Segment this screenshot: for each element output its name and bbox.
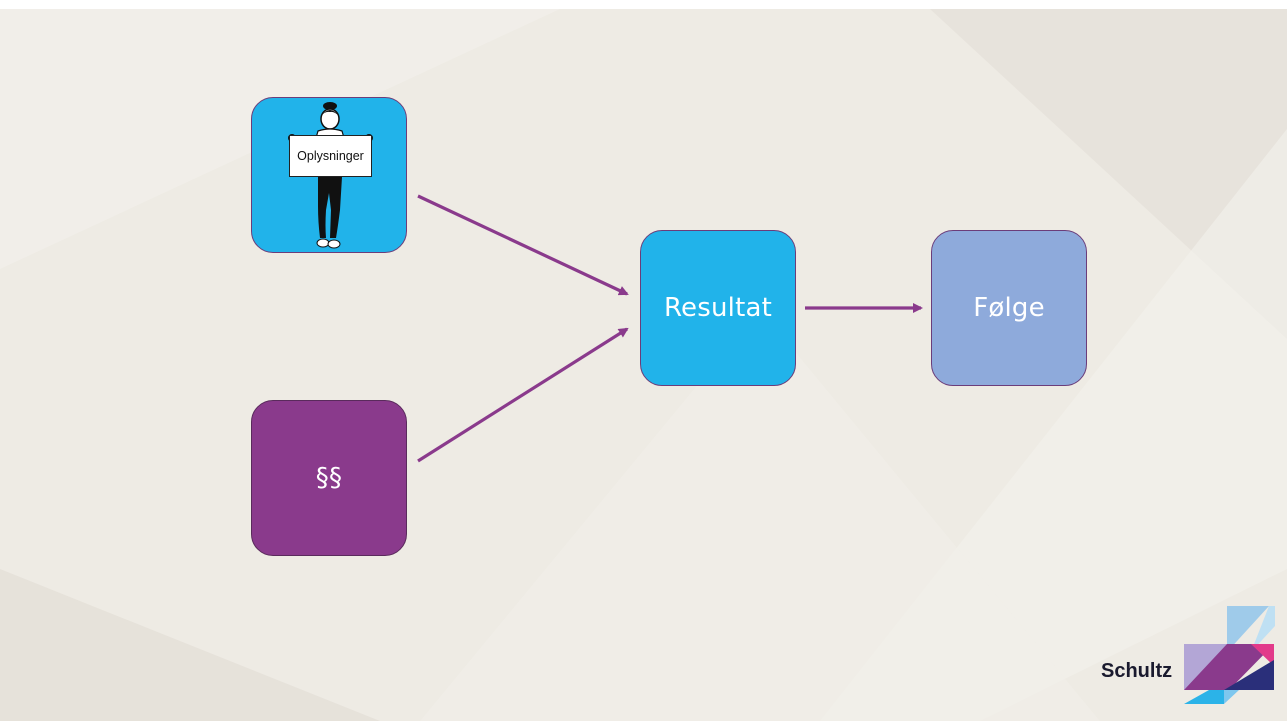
node-paragraphs: §§ [251,400,407,556]
node-paragraphs-label: §§ [315,463,343,493]
arrow-oplysninger-to-resultat [417,194,629,296]
slide: Oplysninger §§ Resultat Følge [0,9,1287,721]
node-folge-label: Følge [973,293,1045,323]
arrow-paragraphs-to-resultat [417,327,629,463]
background-shapes [0,9,1287,721]
node-resultat-label: Resultat [663,293,773,323]
logo-text: Schultz [1101,660,1173,682]
person-holding-sign-icon [288,102,373,249]
sign-label: Oplysninger [289,135,372,177]
schultz-logo-icon [1184,606,1275,704]
node-resultat: Resultat [640,230,796,386]
node-oplysninger: Oplysninger [251,97,407,253]
connector-arrows [417,194,923,463]
node-folge: Følge [931,230,1087,386]
